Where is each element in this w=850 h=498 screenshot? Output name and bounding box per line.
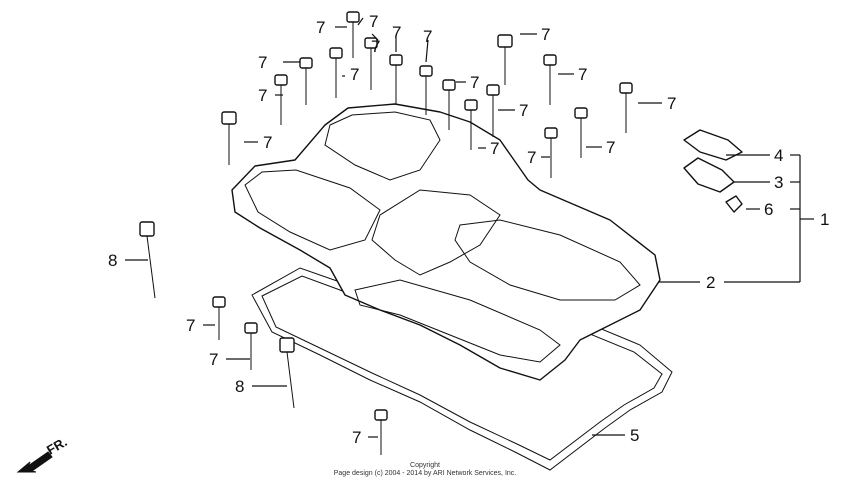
callout-7: 7 xyxy=(519,101,528,120)
callout-1: 1 xyxy=(820,210,829,229)
callout-2: 2 xyxy=(706,273,715,292)
bolt-group xyxy=(212,11,633,455)
callout-7: 7 xyxy=(541,25,550,44)
leader-lines xyxy=(125,17,814,438)
callout-7: 7 xyxy=(470,73,479,92)
callout-4: 4 xyxy=(774,146,783,165)
callout-7: 7 xyxy=(209,350,218,369)
callout-7: 7 xyxy=(369,12,378,31)
callout-7: 7 xyxy=(527,148,536,167)
callout-7: 7 xyxy=(352,428,361,447)
callout-5: 5 xyxy=(630,426,639,445)
callout-7: 7 xyxy=(578,65,587,84)
callout-7: 7 xyxy=(490,139,499,158)
callout-7: 7 xyxy=(258,86,267,105)
callout-7: 7 xyxy=(606,138,615,157)
callout-7: 7 xyxy=(316,18,325,37)
callout-7: 7 xyxy=(350,65,359,84)
callout-7: 7 xyxy=(667,94,676,113)
callout-7: 7 xyxy=(263,133,272,152)
small-bolt xyxy=(725,195,743,213)
cylinder-head-cover xyxy=(231,103,661,381)
callout-7: 7 xyxy=(258,53,267,72)
breather-cover xyxy=(683,157,735,193)
callout-3: 3 xyxy=(774,173,783,192)
callout-7: 7 xyxy=(392,23,401,42)
breather-cover-plate xyxy=(683,129,743,161)
callouts: 7 7 7 7 7 7 7 7 7 7 7 7 7 7 7 7 7 7 7 7 … xyxy=(108,12,829,447)
callout-8: 8 xyxy=(108,251,117,270)
callout-8: 8 xyxy=(235,377,244,396)
copyright-line-1: Copyright xyxy=(410,462,440,469)
copyright-line-2: Page design (c) 2004 - 2014 by ARI Netwo… xyxy=(333,470,517,477)
callout-7: 7 xyxy=(186,316,195,335)
callout-7: 7 xyxy=(423,27,432,46)
front-arrow-icon xyxy=(16,451,53,473)
long-bolt-group xyxy=(139,221,295,409)
callout-7: 7 xyxy=(371,37,380,56)
callout-6: 6 xyxy=(764,200,773,219)
